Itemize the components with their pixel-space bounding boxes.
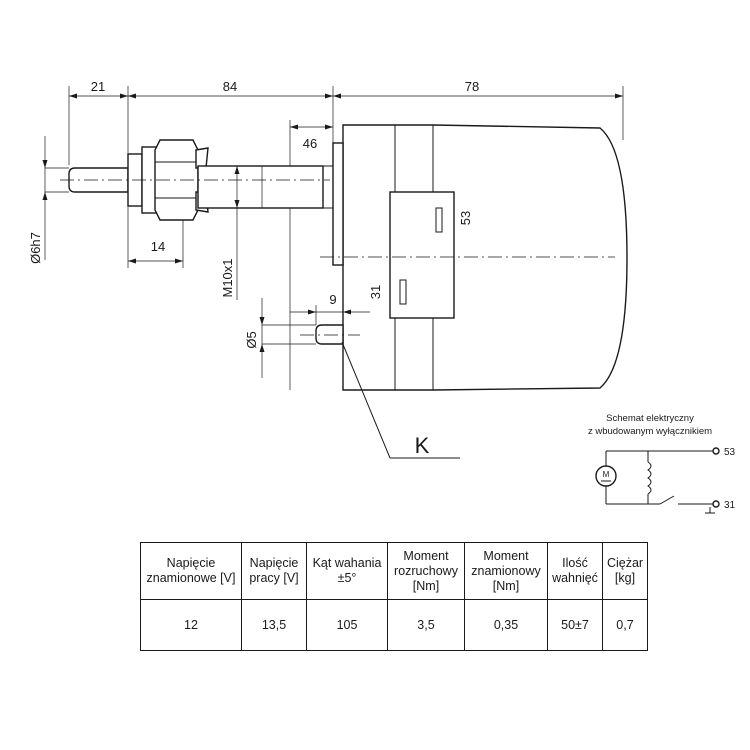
detail-leader-line [341,341,391,459]
cell-swing-angle: 105 [306,599,388,651]
cell-weight: 0,7 [602,599,648,651]
dimension-phi5-label: Ø5 [244,331,259,348]
dimension-21-label: 21 [91,79,105,94]
dimension-84-label: 84 [223,79,237,94]
dimension-14-label: 14 [151,239,165,254]
hex-nut [154,139,199,221]
terminal-53-tab [435,207,443,233]
header-weight: Ciężar[kg] [602,542,648,600]
spring-washer-top [195,147,209,169]
dimension-9-label: 9 [329,292,336,307]
threaded-bushing [197,165,324,209]
drive-pin [315,324,344,345]
terminal-53-node [712,447,720,455]
dimension-m10-label: M10x1 [220,258,235,297]
coil-symbol [647,461,652,495]
terminal-31-tab [399,279,407,305]
motor-housing [342,124,628,391]
terminal-31-node [712,500,720,508]
motor-symbol-label: M [603,470,610,479]
schematic-title-line1: Schemat elektryczny [606,413,694,424]
terminal-31-label: 31 [368,285,383,299]
cell-rated-torque: 0,35 [464,599,548,651]
cell-strokes: 50±7 [547,599,603,651]
schematic-terminal-31: 31 [724,500,736,511]
schematic-terminal-53: 53 [724,447,736,458]
dimension-78-label: 78 [465,79,479,94]
dimension-phi6-label: Ø6h7 [28,232,43,264]
output-shaft-tip [68,167,129,193]
dimension-46-label: 46 [303,136,317,151]
table-row: 12 13,5 105 3,5 0,35 50±7 0,7 [140,599,648,651]
header-swing-angle: Kąt wahania±5° [306,542,388,600]
detail-k-label: K [415,433,430,458]
connector-block [389,191,455,319]
mounting-flange [332,142,344,266]
cell-rated-voltage: 12 [140,599,242,651]
cell-starting-torque: 3,5 [387,599,465,651]
switch-symbol [659,495,675,505]
cell-operating-voltage: 13,5 [241,599,307,651]
schematic-title-line2: z wbudowanym wyłącznikiem [588,426,712,437]
terminal-53-label: 53 [458,211,473,225]
